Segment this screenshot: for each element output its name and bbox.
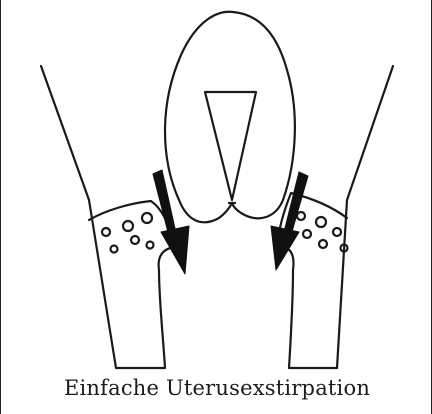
right-incision-arrow <box>271 172 308 270</box>
tissue-dot <box>102 228 110 236</box>
tissue-dot <box>111 246 118 253</box>
left-pelvic-wall <box>41 66 176 368</box>
tissue-dot <box>316 217 326 227</box>
tissue-dot <box>319 240 327 248</box>
uterus-extirpation-illustration <box>1 0 432 372</box>
tissue-dot <box>131 236 139 244</box>
figure-caption: Einfache Uterusexstirpation <box>1 376 432 400</box>
uterine-cavity <box>205 92 256 200</box>
right-pelvic-wall <box>283 66 393 368</box>
tissue-dot <box>147 242 154 249</box>
tissue-dot <box>303 230 311 238</box>
tissue-dot <box>333 228 341 236</box>
tissue-dot <box>297 212 305 220</box>
tissue-dot <box>142 213 152 223</box>
tissue-dot <box>123 221 133 231</box>
